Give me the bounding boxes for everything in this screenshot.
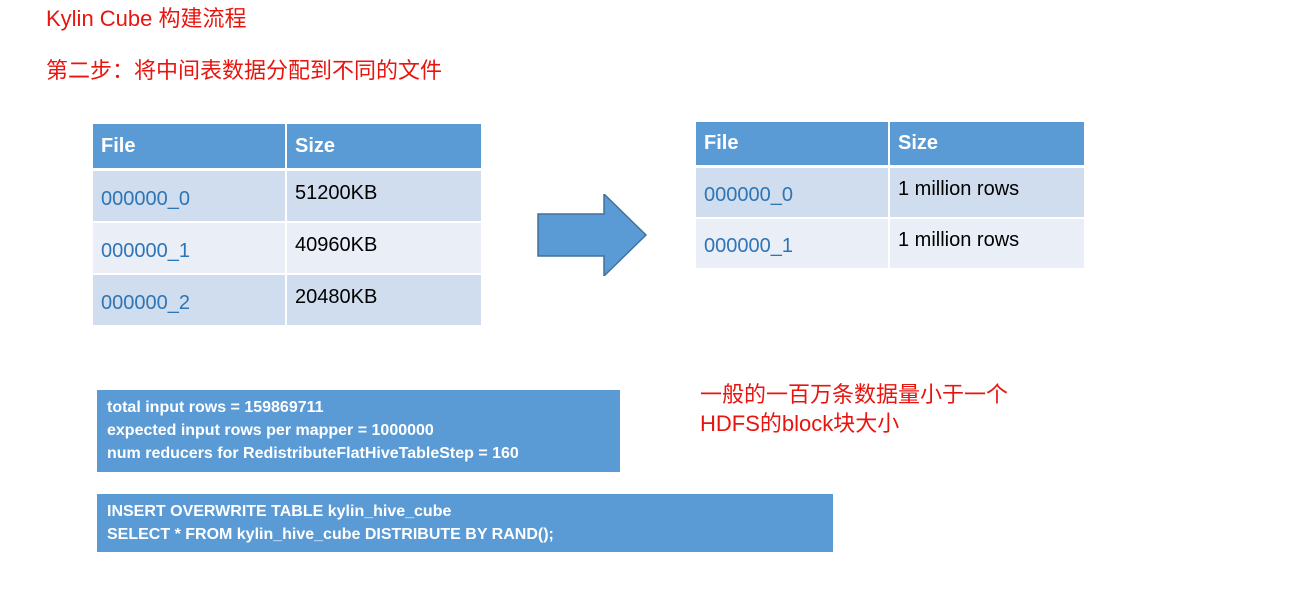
column-header-size: Size — [889, 122, 1084, 168]
table-header-row: File Size — [696, 122, 1084, 168]
table-header-row: File Size — [93, 124, 481, 171]
file-size-table: File Size 000000_0 51200KB 000000_1 4096… — [93, 124, 481, 327]
right-arrow-icon — [537, 194, 648, 276]
size-cell: 51200KB — [286, 169, 481, 223]
sql-statement-box: INSERT OVERWRITE TABLE kylin_hive_cube S… — [97, 494, 833, 552]
reducer-stats-box: total input rows = 159869711 expected in… — [97, 390, 620, 472]
slide-title: Kylin Cube 构建流程 — [46, 6, 247, 31]
file-cell: 000000_0 — [696, 166, 890, 219]
note-line: 一般的一百万条数据量小于一个 — [700, 382, 1009, 407]
stats-line: num reducers for RedistributeFlatHiveTab… — [107, 445, 519, 462]
size-cell: 1 million rows — [889, 218, 1084, 270]
slide-subtitle: 第二步：将中间表数据分配到不同的文件 — [46, 58, 443, 83]
stats-line: total input rows = 159869711 — [107, 399, 324, 416]
file-rows-table: File Size 000000_0 1 million rows 000000… — [696, 122, 1084, 270]
sql-line: INSERT OVERWRITE TABLE kylin_hive_cube — [107, 503, 452, 520]
table-row: 000000_1 1 million rows — [696, 218, 1084, 270]
note-line: HDFS的block块大小 — [700, 411, 900, 436]
size-cell: 1 million rows — [889, 166, 1084, 219]
file-cell: 000000_0 — [93, 169, 287, 223]
table-row: 000000_0 51200KB — [93, 169, 481, 223]
size-cell: 20480KB — [286, 274, 481, 327]
column-header-size: Size — [286, 124, 481, 171]
sql-line: SELECT * FROM kylin_hive_cube DISTRIBUTE… — [107, 526, 554, 543]
file-cell: 000000_1 — [696, 218, 890, 270]
size-cell: 40960KB — [286, 222, 481, 275]
column-header-file: File — [696, 122, 890, 168]
column-header-file: File — [93, 124, 287, 171]
table-row: 000000_0 1 million rows — [696, 166, 1084, 219]
stats-line: expected input rows per mapper = 1000000 — [107, 422, 434, 439]
file-cell: 000000_1 — [93, 222, 287, 275]
table-row: 000000_1 40960KB — [93, 222, 481, 275]
file-cell: 000000_2 — [93, 274, 287, 327]
table-row: 000000_2 20480KB — [93, 274, 481, 327]
block-size-note: 一般的一百万条数据量小于一个 HDFS的block块大小 — [700, 380, 1100, 438]
